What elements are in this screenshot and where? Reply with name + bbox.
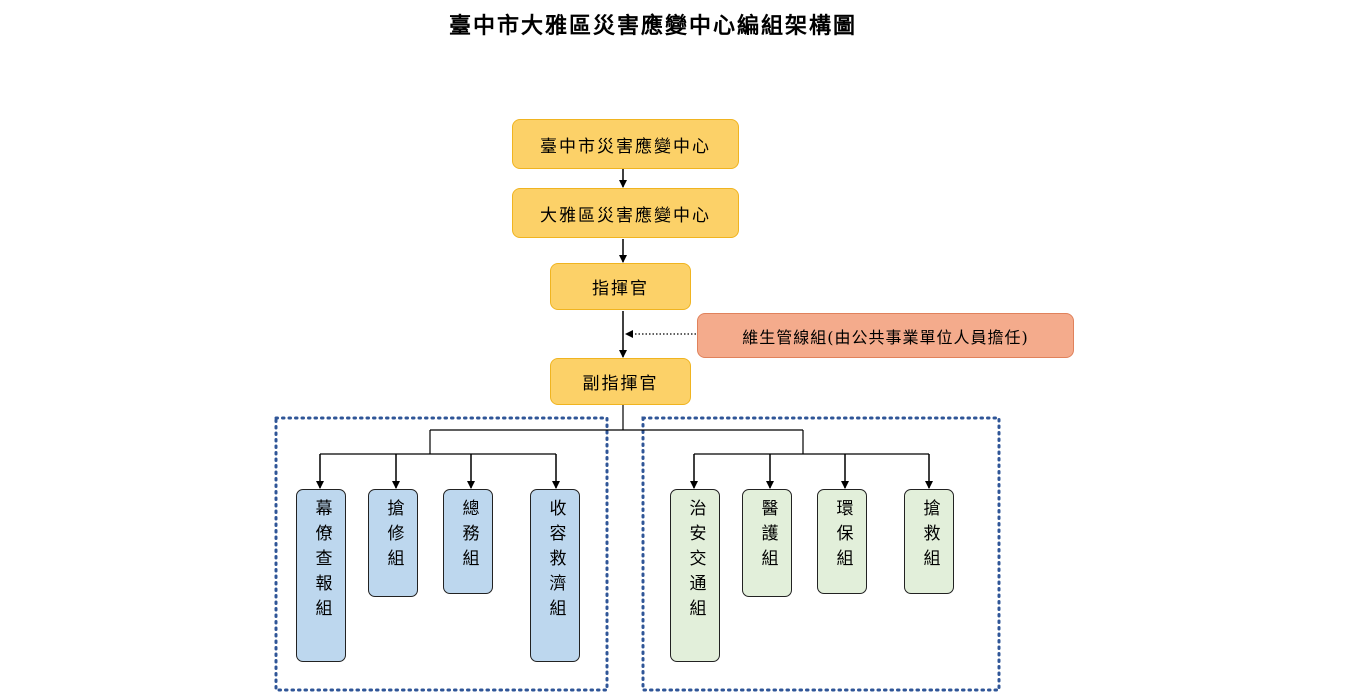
right-group-label-2: 醫護組 (757, 499, 778, 574)
right-group-box-1: 治安交通組 (670, 489, 720, 662)
city-center-box: 臺中市災害應變中心 (512, 119, 739, 169)
district-center-label: 大雅區災害應變中心 (540, 205, 711, 226)
right-group-box-4: 搶救組 (904, 489, 954, 594)
lifeline-group-label: 維生管線組(由公共事業單位人員擔任) (742, 327, 1029, 347)
right-group-label-1: 治安交通組 (685, 499, 706, 624)
lifeline-group-box: 維生管線組(由公共事業單位人員擔任) (697, 313, 1074, 358)
left-group-frame (274, 416, 609, 692)
city-center-label: 臺中市災害應變中心 (540, 136, 711, 157)
commander-box: 指揮官 (550, 263, 691, 310)
commander-label: 指揮官 (592, 279, 649, 299)
deputy-commander-label: 副指揮官 (582, 374, 659, 394)
left-group-label-1: 幕僚查報組 (311, 499, 332, 624)
right-group-frame (641, 416, 1001, 692)
right-group-box-3: 環保組 (817, 489, 867, 594)
deputy-commander-box: 副指揮官 (550, 358, 691, 405)
right-group-label-4: 搶救組 (919, 499, 940, 574)
left-group-label-2: 搶修組 (383, 499, 404, 574)
district-center-box: 大雅區災害應變中心 (512, 188, 739, 238)
left-group-box-1: 幕僚查報組 (296, 489, 346, 662)
page-title: 臺中市大雅區災害應變中心編組架構圖 (448, 13, 857, 39)
right-group-box-2: 醫護組 (742, 489, 792, 597)
left-group-label-4: 收容救濟組 (545, 499, 566, 624)
right-group-label-3: 環保組 (832, 499, 853, 574)
left-group-box-2: 搶修組 (368, 489, 418, 597)
left-group-box-3: 總務組 (443, 489, 493, 594)
left-group-box-4: 收容救濟組 (530, 489, 580, 662)
left-group-label-3: 總務組 (458, 499, 479, 574)
